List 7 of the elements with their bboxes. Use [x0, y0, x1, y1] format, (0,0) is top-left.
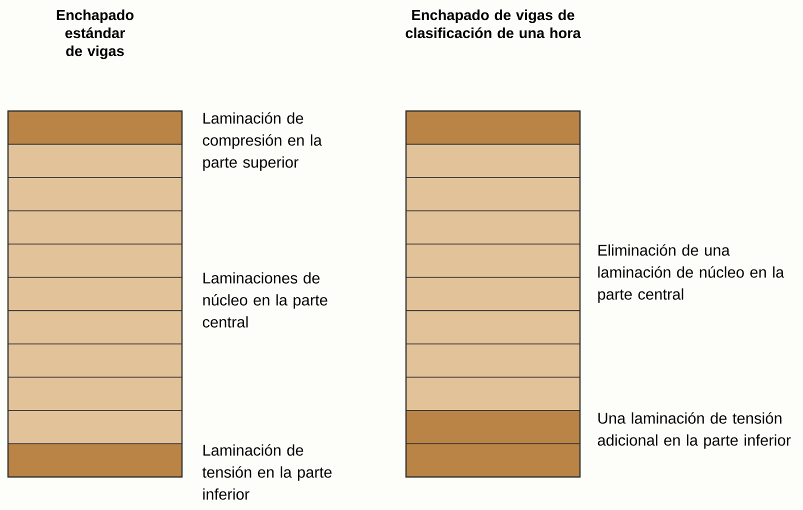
side-label: Eliminación de una laminación de núcleo en la parte central	[598, 244, 784, 303]
side-label: Laminaciones de núcleo en la parte central	[202, 272, 328, 328]
side-label: Laminación de tensión en la parte inferior	[202, 444, 332, 500]
side-label: Laminación de compresión en la parte superior	[202, 112, 322, 171]
side-label: Una laminación de tensión adicional en la parte inferior	[598, 412, 791, 449]
heading: Enchapado estándar de vigas	[56, 10, 134, 60]
heading: Enchapado de vigas de clasificación de una hora	[406, 10, 581, 38]
